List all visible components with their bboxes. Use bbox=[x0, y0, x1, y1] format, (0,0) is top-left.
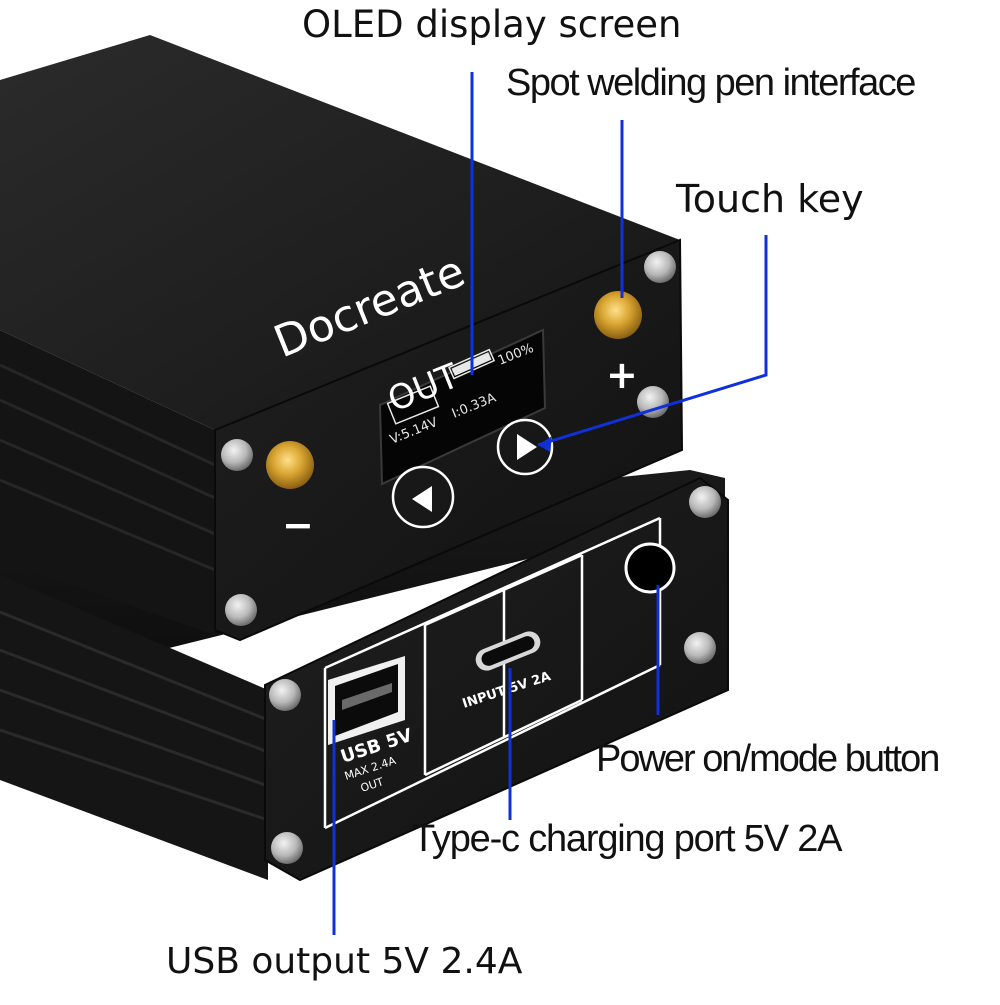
plus-sign: + bbox=[606, 353, 638, 397]
lower-unit-panel bbox=[264, 476, 729, 882]
typec-port bbox=[475, 631, 541, 671]
negative-electrode[interactable] bbox=[266, 441, 314, 489]
left-arrow-icon bbox=[412, 486, 432, 512]
lower-screws bbox=[269, 486, 721, 864]
touch-key-callout: Touch key bbox=[676, 177, 864, 221]
power-button[interactable] bbox=[624, 542, 676, 594]
right-arrow-icon bbox=[517, 434, 537, 460]
upper-unit-side bbox=[0, 330, 215, 635]
callout-lines bbox=[332, 72, 768, 935]
lower-unit-side bbox=[0, 575, 268, 880]
upper-unit-top bbox=[0, 35, 680, 430]
touch-callout-line bbox=[537, 235, 768, 447]
positive-electrode[interactable] bbox=[594, 291, 642, 339]
oled-mode-box bbox=[386, 385, 440, 425]
typec-port-callout: Type-c charging port 5V 2A bbox=[412, 818, 842, 860]
usb-output-callout: USB output 5V 2.4A bbox=[166, 941, 523, 982]
touch-key-right[interactable] bbox=[496, 418, 554, 476]
touch-arrow-icon bbox=[538, 436, 552, 452]
touch-key-left[interactable] bbox=[391, 465, 455, 529]
oled-display-callout: OLED display screen bbox=[302, 3, 682, 46]
minus-sign: − bbox=[282, 503, 314, 547]
power-button-callout: Power on/mode button bbox=[596, 738, 940, 780]
upper-screws bbox=[221, 251, 676, 626]
spot-welding-pen-callout: Spot welding pen interface bbox=[506, 62, 916, 104]
upper-unit: Docreate OUT 100% V:5.14V I:0.33A + − bbox=[0, 35, 684, 642]
usb-a-port bbox=[328, 656, 405, 745]
